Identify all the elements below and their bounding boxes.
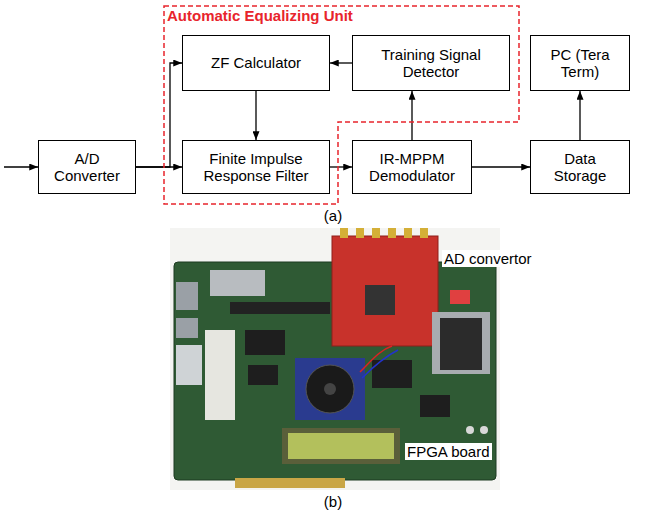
memory-module <box>205 330 235 420</box>
box-label: Training Signal Detector <box>361 46 501 81</box>
flash-card <box>440 318 482 370</box>
signal-arrow <box>330 166 352 167</box>
process-box: PC (Tera Term) <box>530 35 630 91</box>
box-label: PC (Tera Term) <box>539 46 621 81</box>
subfigure-label: (b) <box>324 493 342 510</box>
signal-arrow <box>255 91 256 140</box>
adc-chip <box>365 285 395 315</box>
signal-arrow <box>330 62 352 63</box>
push-button <box>466 426 474 434</box>
box-label: A/D Converter <box>47 150 127 185</box>
fan <box>306 365 354 413</box>
chip <box>245 330 285 355</box>
subfigure-label: (a) <box>324 207 342 224</box>
sma-connector <box>340 228 348 238</box>
box-label: IR-MPPM Demodulator <box>361 150 463 185</box>
dip-switch <box>450 290 470 304</box>
header-connector <box>230 302 330 314</box>
fan-wire <box>362 350 398 378</box>
port <box>176 318 198 338</box>
signal-arrow <box>411 91 412 140</box>
chip <box>420 395 450 417</box>
edge-connector <box>235 478 345 488</box>
process-box: Data Storage <box>530 140 630 194</box>
part-label: FPGA board <box>405 443 492 460</box>
sfp-cage <box>210 270 265 296</box>
chip <box>248 365 278 385</box>
region-border <box>164 6 519 204</box>
process-box: Finite Impulse Response Filter <box>182 140 330 194</box>
signal-arrow <box>472 166 530 167</box>
push-button <box>480 426 488 434</box>
process-box: IR-MPPM Demodulator <box>352 140 472 194</box>
box-label: ZF Calculator <box>211 54 301 71</box>
region-heading: Automatic Equalizing Unit <box>167 7 353 24</box>
lcd-screen <box>288 433 394 459</box>
signal-arrow <box>579 91 580 140</box>
photo-backdrop <box>170 228 500 490</box>
process-box: A/D Converter <box>38 140 136 194</box>
fan-hub <box>324 383 336 395</box>
sma-connector <box>420 228 428 238</box>
lcd-frame <box>282 428 400 464</box>
input-arrow <box>4 166 38 167</box>
sma-connector <box>356 228 364 238</box>
sma-connector <box>372 228 380 238</box>
board-photo <box>170 228 500 490</box>
box-label: Data Storage <box>539 150 621 185</box>
port <box>176 282 198 310</box>
sma-connector <box>404 228 412 238</box>
process-box: ZF Calculator <box>182 35 330 91</box>
fan-wire <box>360 346 392 372</box>
process-box: Training Signal Detector <box>352 35 510 91</box>
heatsink <box>295 358 365 420</box>
sma-connector <box>388 228 396 238</box>
part-label: AD convertor <box>442 250 534 267</box>
adc-board <box>332 236 438 346</box>
signal-arrow <box>136 63 182 167</box>
box-label: Finite Impulse Response Filter <box>191 150 321 185</box>
dvi-port <box>176 345 202 385</box>
card-slot <box>432 312 490 374</box>
